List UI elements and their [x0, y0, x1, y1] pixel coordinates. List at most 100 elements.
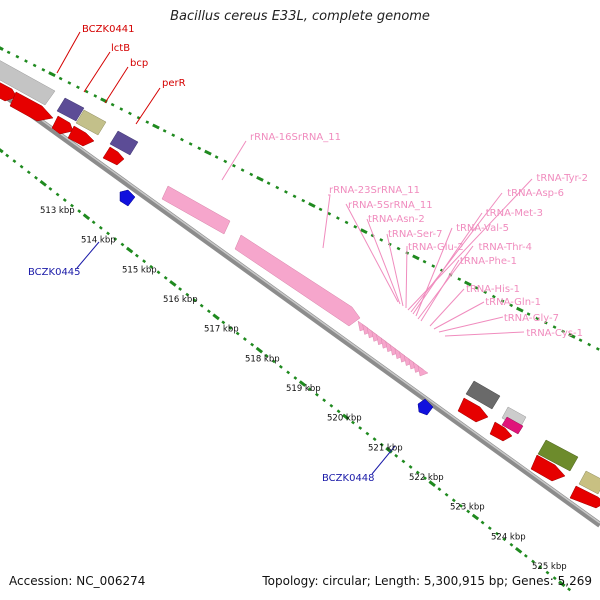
- outer-tick: [76, 85, 80, 90]
- inner-tick: [113, 237, 118, 241]
- outer-tick: [32, 63, 37, 68]
- rna-label-Met-3[interactable]: tRNA-Met-3: [486, 208, 543, 219]
- rna-label-Asn-2[interactable]: tRNA-Asn-2: [368, 214, 425, 225]
- rna-label-Phe-1[interactable]: tRNA-Phe-1: [460, 256, 517, 267]
- rna-label-Glu-2[interactable]: tRNA-Glu-2: [408, 242, 464, 253]
- rna-label-Val-5[interactable]: tRNA-Val-5: [456, 223, 509, 234]
- feature-red-gene-4[interactable]: [67, 125, 95, 147]
- locus-label-BCZK0448[interactable]: BCZK0448: [322, 473, 375, 484]
- outer-tick: [526, 312, 531, 316]
- map-title: Bacillus cereus E33L, complete genome: [170, 9, 430, 24]
- inner-tick: [82, 213, 91, 221]
- feature-darkgray-gene[interactable]: [465, 380, 501, 410]
- outer-tick: [266, 181, 271, 186]
- inner-tick: [558, 580, 566, 588]
- outer-tick: [93, 94, 98, 98]
- outer-tick: [422, 259, 427, 264]
- locus-label-BCZK0445[interactable]: BCZK0445: [28, 267, 81, 278]
- outer-tick: [483, 290, 488, 295]
- feature-red-gene-9[interactable]: [569, 485, 600, 509]
- tick-label: 519 kbp: [286, 384, 321, 394]
- outer-tick: [327, 211, 332, 216]
- outer-tick: [379, 238, 384, 242]
- outer-tick: [223, 159, 228, 164]
- gene-label-BCZK0441[interactable]: BCZK0441: [82, 24, 135, 35]
- outer-tick: [119, 107, 124, 111]
- inner-tick: [471, 513, 480, 521]
- feature-blue-gene-2[interactable]: [417, 398, 434, 416]
- feature-blue-gene-1[interactable]: [119, 189, 136, 207]
- inner-tick: [358, 426, 363, 430]
- feature-red-gene-3[interactable]: [51, 115, 74, 135]
- outer-tick: [84, 89, 89, 94]
- rna-label-Gly-7[interactable]: tRNA-Gly-7: [504, 313, 559, 324]
- gene-label-perR[interactable]: perR: [162, 78, 186, 89]
- inner-tick: [156, 270, 161, 275]
- feature-red-gene-5[interactable]: [102, 146, 125, 166]
- tick-label: 520 kbp: [327, 414, 362, 424]
- feature-red-gene-7[interactable]: [489, 421, 513, 442]
- feature-khaki-gene[interactable]: [578, 470, 600, 495]
- tick-label: 515 kbp: [122, 265, 157, 275]
- outer-tick: [491, 294, 496, 299]
- feature-olive-green-gene[interactable]: [537, 439, 579, 472]
- inner-tick: [185, 292, 190, 297]
- feature-purple-gene[interactable]: [56, 97, 85, 122]
- inner-tick: [286, 370, 291, 375]
- outer-tick: [543, 320, 548, 325]
- inner-tick: [408, 465, 413, 469]
- inner-tick: [169, 280, 177, 287]
- rna-label-Gln-1[interactable]: tRNA-Gln-1: [485, 297, 541, 308]
- feature-olive-gene[interactable]: [75, 109, 107, 136]
- outer-tick: [516, 306, 524, 313]
- outer-tick: [412, 254, 420, 261]
- inner-tick: [228, 326, 233, 330]
- gene-label-bcp[interactable]: bcp: [130, 58, 148, 69]
- feature-red-gene-1[interactable]: [0, 80, 18, 102]
- rna-label-Tyr-2[interactable]: tRNA-Tyr-2: [536, 173, 588, 184]
- inner-tick: [502, 537, 507, 542]
- outer-tick: [500, 299, 505, 303]
- inner-tick: [55, 192, 60, 197]
- rna-label-Ser-7[interactable]: tRNA-Ser-7: [388, 229, 443, 240]
- outer-tick: [188, 142, 193, 146]
- rna-label-Cys-1[interactable]: tRNA-Cys-1: [526, 328, 583, 339]
- inner-tick: [372, 437, 377, 442]
- rna-label-His-1[interactable]: tRNA-His-1: [466, 284, 520, 295]
- rna-label-Thr-4[interactable]: tRNA-Thr-4: [478, 242, 532, 253]
- feature-rRNA-16S[interactable]: [161, 185, 231, 235]
- outer-tick: [152, 123, 160, 130]
- inner-tick: [423, 476, 427, 481]
- outer-tick: [24, 59, 28, 63]
- rna-label-5S[interactable]: rRNA-5SrRNA_11: [348, 200, 433, 211]
- feature-rRNA-23S[interactable]: [234, 234, 361, 327]
- outer-tick: [249, 172, 254, 177]
- inner-tick: [322, 398, 327, 403]
- inner-tick: [315, 392, 319, 397]
- feature-purple-gene-2[interactable]: [109, 130, 139, 156]
- genome-backbone: [0, 89, 600, 528]
- inner-tick: [531, 559, 535, 564]
- outer-tick: [464, 280, 472, 287]
- outer-tick: [568, 332, 576, 339]
- feature-magenta-gene[interactable]: [501, 416, 524, 435]
- rna-label-Asp-6[interactable]: tRNA-Asp-6: [507, 188, 564, 199]
- gene-label-lctB[interactable]: lctB: [111, 43, 130, 54]
- feature-red-gene-6[interactable]: [457, 397, 489, 423]
- rna-label-16S[interactable]: rRNA-16SrRNA_11: [250, 132, 341, 143]
- feature-red-gene-8[interactable]: [530, 454, 566, 482]
- trna-arrow[interactable]: [417, 365, 429, 377]
- inner-tick: [451, 498, 456, 503]
- inner-tick: [394, 453, 399, 458]
- outer-tick: [6, 50, 11, 55]
- outer-tick: [474, 286, 479, 290]
- inner-tick: [163, 275, 168, 280]
- feature-red-gene-2[interactable]: [9, 91, 54, 122]
- rna-label-23S[interactable]: rRNA-23SrRNA_11: [329, 185, 420, 196]
- inner-tick: [34, 175, 38, 180]
- inner-tick: [523, 554, 528, 558]
- feature-gray-gene[interactable]: [0, 55, 56, 106]
- inner-tick: [379, 442, 384, 447]
- outer-tick: [595, 347, 600, 351]
- inner-tick: [466, 509, 471, 514]
